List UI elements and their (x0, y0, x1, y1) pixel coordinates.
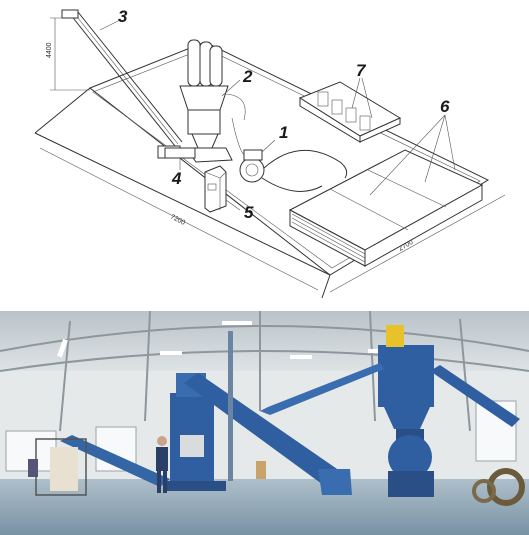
sack (256, 461, 266, 479)
callout-5: 5 (244, 203, 254, 222)
callout-4: 4 (171, 169, 182, 188)
worker (156, 436, 168, 493)
pipe (228, 331, 233, 481)
outlet-conveyor (430, 365, 520, 427)
callout-7: 7 (356, 61, 367, 80)
ceiling (0, 311, 529, 381)
pellet-press (231, 117, 348, 192)
callout-6: 6 (440, 97, 450, 116)
floor (0, 479, 529, 535)
upper-pipe (260, 363, 384, 415)
crusher-unit (166, 373, 226, 491)
callout-2: 2 (242, 67, 253, 86)
layout-drawing: 4400 7200 2700 (34, 7, 506, 299)
pellet-mill-base (164, 147, 196, 159)
floor-platform (34, 41, 490, 299)
callout-1: 1 (279, 123, 288, 142)
dim-height-label: 4400 (46, 42, 53, 58)
pellet-press-unit (378, 325, 434, 497)
roof-trusses (0, 311, 529, 432)
dimension-lines (39, 17, 506, 293)
control-cabinet (204, 165, 227, 213)
inclined-conveyor (61, 9, 183, 159)
storage-bins (288, 149, 484, 267)
wire-coil (472, 468, 525, 506)
silo-tower (179, 39, 246, 163)
plant-photo (0, 311, 529, 535)
leader-lines (99, 19, 456, 211)
long-conveyor (184, 373, 352, 495)
dim-length-label: 7200 (169, 214, 186, 227)
barrel (28, 459, 38, 477)
callout-3: 3 (118, 7, 128, 26)
bag-packing-station (298, 81, 402, 143)
